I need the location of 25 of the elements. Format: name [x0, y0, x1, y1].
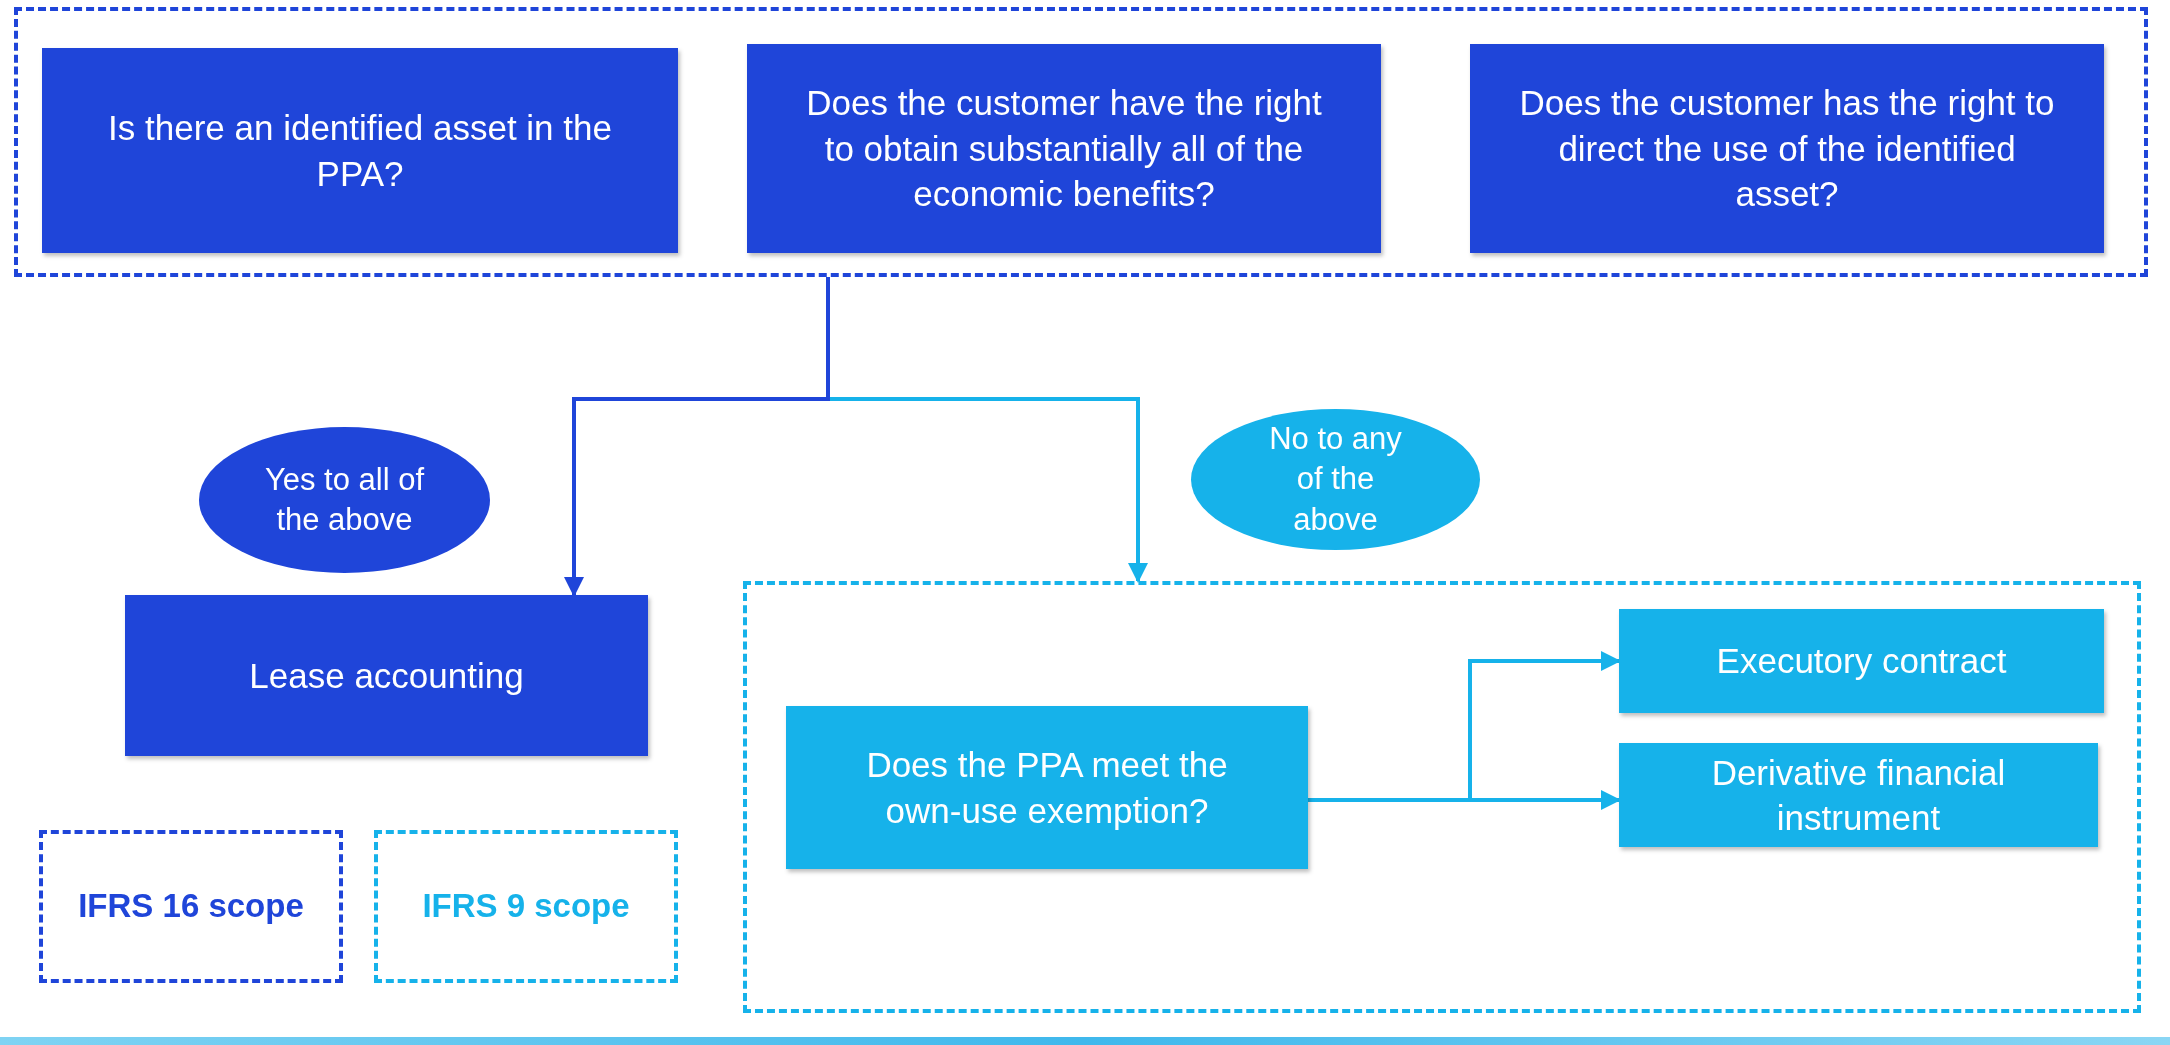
node-text: IFRS 16 scope	[78, 886, 304, 927]
scope-box	[39, 830, 343, 983]
process-box	[786, 706, 1308, 869]
decision-ellipse	[1190, 408, 1481, 551]
scope-box	[374, 830, 678, 983]
node-text: Executory contract	[1716, 640, 2007, 683]
node-text: Does the PPA meet the own-use exemption?	[865, 744, 1229, 832]
process-box	[125, 595, 648, 756]
process-box	[747, 44, 1381, 253]
decision-ellipse	[198, 426, 491, 574]
dashed-group-box	[743, 581, 2141, 1013]
process-box	[42, 48, 678, 253]
node-text: IFRS 9 scope	[422, 886, 630, 927]
node-text: Does the customer has the right to direct the use of the identified asset?	[1518, 82, 2056, 216]
node-text: Yes to all of the above	[263, 460, 426, 539]
node-text: Derivative financial instrument	[1710, 751, 2007, 839]
node-text: Is there an identified asset in the PPA?	[107, 107, 613, 195]
node-text: Lease accounting	[249, 654, 524, 697]
node-text: No to any of the above	[1268, 420, 1403, 539]
process-box	[1619, 743, 2098, 847]
process-box	[1470, 44, 2104, 253]
dashed-group-box	[14, 7, 2148, 277]
process-box	[1619, 609, 2104, 713]
connector-arrow	[564, 277, 830, 597]
node-text: Does the customer have the right to obtain substantially all of the economic benefits?	[805, 82, 1323, 216]
